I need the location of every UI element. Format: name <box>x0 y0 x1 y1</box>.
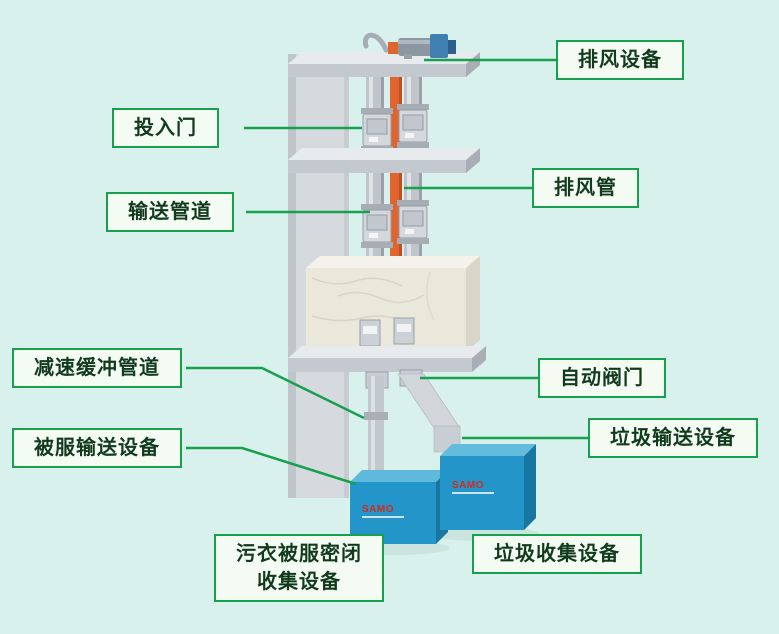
leader-lines <box>186 58 588 486</box>
exhaust-fan-unit <box>362 32 456 59</box>
label-exhaust-equipment: 排风设备 <box>556 40 684 80</box>
floor-slab-bottom <box>288 346 486 372</box>
floor-slab-top <box>288 52 480 77</box>
label-exhaust-pipe: 排风管 <box>532 168 639 208</box>
deceleration-buffer-pipe <box>364 376 388 478</box>
linen-collection-box: SAMO <box>350 470 448 544</box>
label-garbage-conveying-equipment: 垃圾输送设备 <box>588 418 758 458</box>
label-sealed-collection-line2: 收集设备 <box>257 571 341 593</box>
floor-slab-middle <box>288 148 480 173</box>
input-door-unit <box>397 200 429 244</box>
garbage-collection-box: SAMO <box>440 444 536 530</box>
label-automatic-valve: 自动阀门 <box>538 358 666 398</box>
label-deceleration-buffer-pipeline: 减速缓冲管道 <box>12 348 182 388</box>
valve-panel <box>393 317 415 345</box>
garbage-transfer-duct <box>397 373 461 453</box>
label-conveying-pipeline: 输送管道 <box>106 192 234 232</box>
label-linen-conveying-equipment: 被服输送设备 <box>12 428 182 468</box>
samo-logo-text: SAMO <box>362 504 394 515</box>
samo-logo: SAMO <box>362 504 404 518</box>
input-door-unit <box>361 108 393 152</box>
label-sealed-collection-line1: 污衣被服密闭 <box>236 543 362 565</box>
marble-service-box <box>306 256 480 352</box>
label-garbage-collection-equipment: 垃圾收集设备 <box>472 534 642 574</box>
valve-panel <box>359 319 381 347</box>
leader-linen-conveying <box>186 446 357 486</box>
label-sealed-collection-equipment: 污衣被服密闭 收集设备 <box>214 534 384 602</box>
input-door-unit <box>397 104 429 148</box>
samo-logo: SAMO <box>452 480 494 494</box>
input-door-unit <box>361 204 393 248</box>
label-input-door: 投入门 <box>112 108 219 148</box>
leader-deceleration-buffer <box>186 366 365 420</box>
samo-logo-text: SAMO <box>452 480 484 491</box>
